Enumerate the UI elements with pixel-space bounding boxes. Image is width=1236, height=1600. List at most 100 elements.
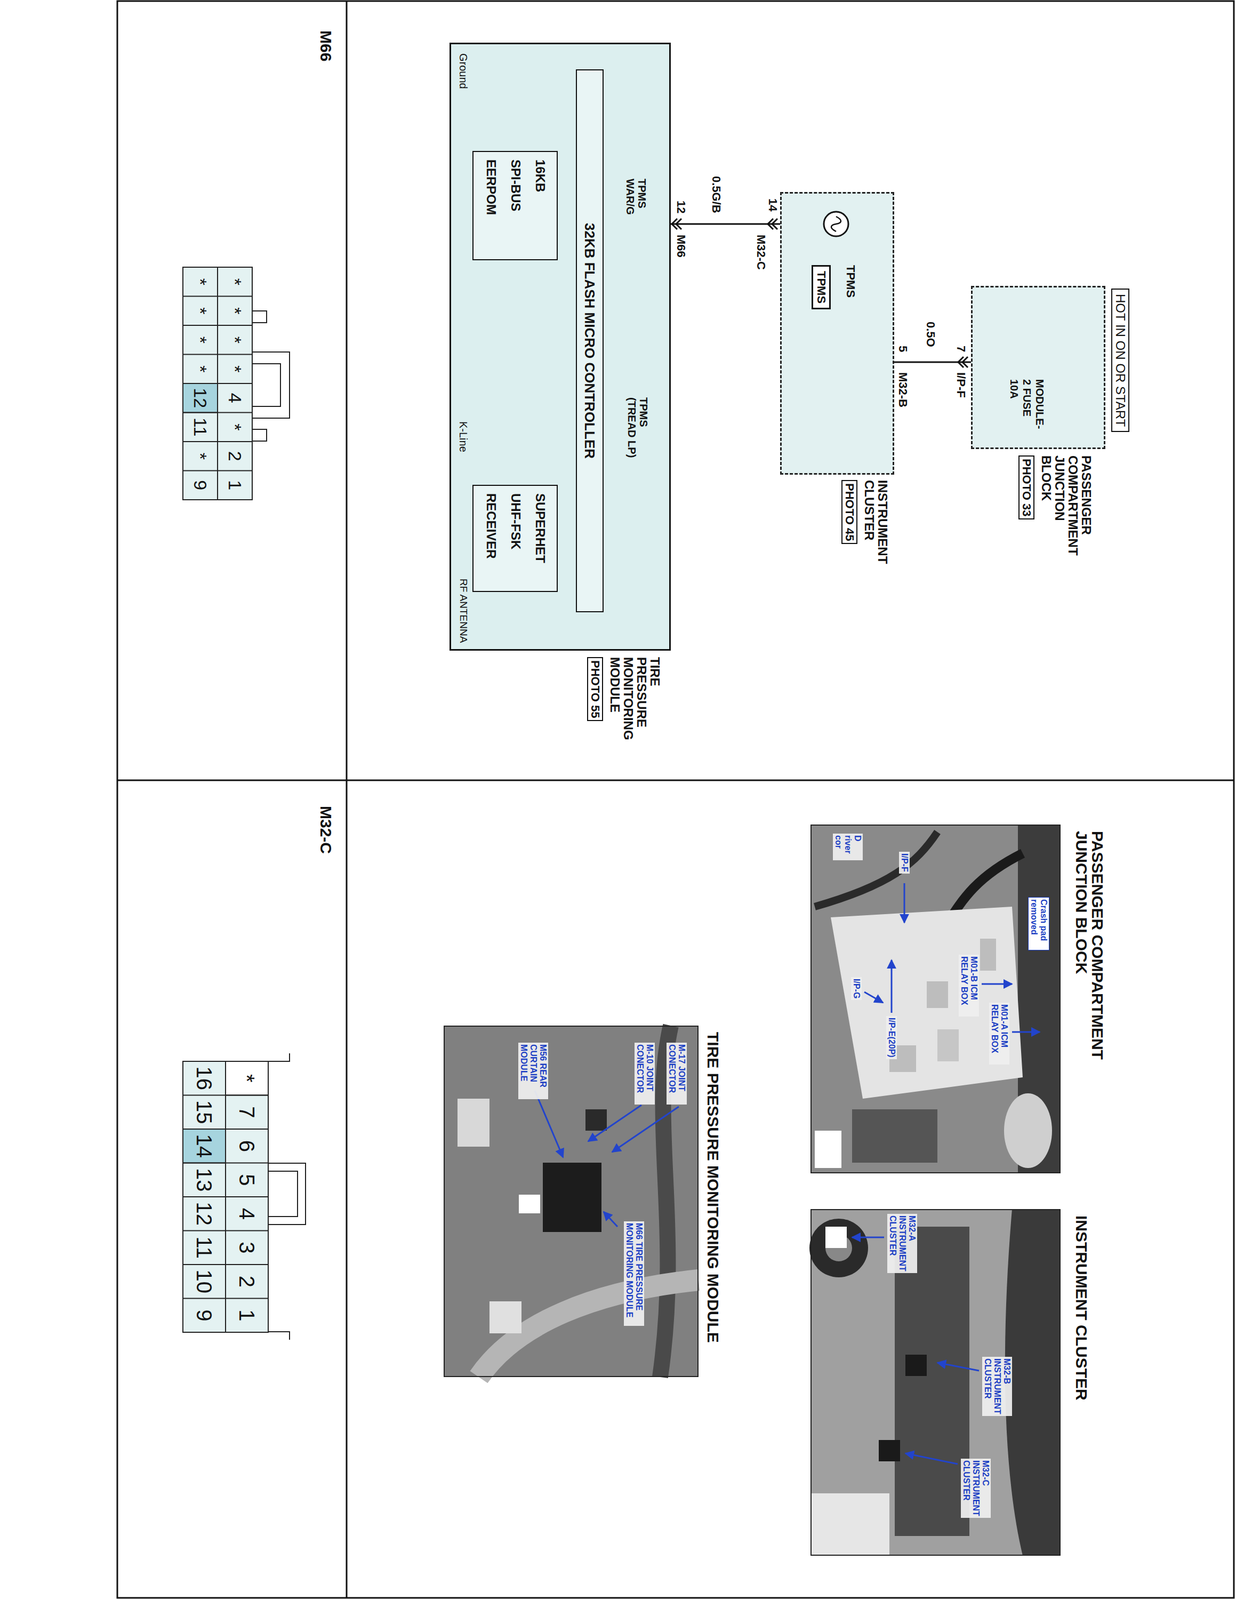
photo-callout: M01-B ICM RELAY BOX — [958, 954, 979, 1017]
pin-number: 4 — [217, 383, 253, 413]
pin-number: 9 — [182, 1298, 226, 1333]
photo-arrows — [903, 883, 906, 923]
connector-face-m32c — [182, 1061, 269, 1332]
connector-face-m66 — [182, 267, 253, 500]
photo-junction-block — [926, 981, 949, 1008]
pin-number: * — [217, 354, 253, 384]
node-text: 16KB SPI-BUS EERPOM — [478, 159, 553, 215]
pin-number: 10 — [182, 1264, 226, 1299]
photo-instrument-cluster — [878, 1439, 901, 1462]
photo-callout: M01-A ICM RELAY BOX — [989, 1002, 1010, 1065]
connector-face-m66 — [252, 363, 281, 407]
pin-number: 2 — [217, 441, 253, 471]
node-text: TPMS — [814, 270, 829, 304]
wire-label: 0.5O — [924, 321, 938, 348]
connector-face-m32c — [182, 1061, 269, 1332]
photo-panel: PASSENGER COMPARTMENT JUNCTION BLOCK — [810, 824, 1061, 1174]
photo-junction-block — [830, 906, 1023, 1099]
pin-label: TPMS WAR/G — [624, 178, 648, 222]
connector-face-m32c — [225, 1061, 269, 1096]
photo-reference: PHOTO 45 — [841, 479, 858, 544]
photo-junction-block — [937, 1029, 959, 1062]
lamp-symbol — [823, 211, 849, 237]
photo-arrows — [534, 1090, 564, 1158]
connector-face-m32c — [268, 1170, 298, 1217]
micro-controller: 32KB FLASH MICRO CONTROLLER — [575, 69, 604, 613]
photo-arrows — [852, 1236, 885, 1239]
photo-tpms-module — [489, 1301, 522, 1334]
page-frame — [346, 1, 348, 1598]
pin-number: 5 — [225, 1162, 269, 1198]
photo-tpms-module — [518, 1194, 541, 1214]
page-frame — [117, 1, 1234, 1598]
pin-number: * — [217, 267, 253, 297]
pin-number: 1 — [225, 1298, 269, 1333]
pin-label: M32-C — [754, 234, 768, 270]
photo-heading: INSTRUMENT CLUSTER — [1073, 1215, 1090, 1401]
warning-lamp: TPMS — [822, 210, 850, 238]
connector-face-m66 — [252, 429, 267, 441]
pin-label: M32-B — [896, 372, 910, 408]
photo-junction-block — [1004, 1093, 1053, 1168]
pin-label: Ground — [456, 53, 470, 90]
photo-junction-block — [810, 824, 1061, 1174]
wire-label: 0.5G/B — [709, 175, 724, 214]
lamp-filament — [831, 216, 841, 232]
page-frame — [117, 779, 1234, 782]
pin-label: MODULE-2 FUSE 10A — [1007, 379, 1047, 429]
pin-number: * — [182, 296, 218, 326]
photo-callout: I/P-G — [851, 976, 862, 1000]
telltale-icon: TPMS — [811, 265, 831, 310]
photo-instrument-cluster — [894, 1226, 970, 1536]
pin-number: 7 — [225, 1095, 269, 1130]
pin-number: 2 — [225, 1264, 269, 1299]
pin-number: 9 — [182, 470, 218, 501]
pin-number: 13 — [182, 1162, 226, 1198]
node-heading: PASSENGER COMPARTMENT JUNCTION BLOCK — [1039, 455, 1094, 556]
pin-number: * — [217, 325, 253, 355]
pin-label: 5 — [896, 345, 910, 352]
photo-reference: PHOTO 33 — [1018, 455, 1035, 520]
pin-label: I/P-F — [954, 372, 968, 398]
pin-number: 16 — [182, 1061, 226, 1096]
pin-number: 12 — [182, 1196, 226, 1231]
photo-junction-block — [980, 938, 997, 971]
node-heading: TIRE PRESSURE MONITORING MODULE — [608, 656, 662, 741]
photo-instrument-cluster — [809, 1208, 1061, 1556]
tpms-module: TIRE PRESSURE MONITORING MODULEPHOTO 553… — [449, 42, 671, 651]
pin-number: 4 — [225, 1196, 269, 1231]
photo-callout: M32-C INSTRUMENT CLUSTER — [960, 1458, 991, 1518]
pin-number: 11 — [182, 412, 218, 443]
photo-arrows — [981, 983, 1013, 985]
photo-callout: I/P-F — [899, 851, 910, 874]
connector-face-m66 — [182, 267, 290, 500]
connector-name: M66 — [316, 30, 336, 62]
photo-callout: D river cor — [832, 833, 863, 861]
photo-tpms-module — [585, 1109, 607, 1131]
connector-face-m66 — [182, 383, 218, 413]
node-heading: INSTRUMENT CLUSTER — [862, 479, 890, 564]
page-frame — [117, 1, 1234, 1598]
node-text: HOT IN ON OR START — [1112, 293, 1128, 427]
photo-callout: M-10 JOINT CONECTOR — [634, 1042, 655, 1105]
supply-box: HOT IN ON OR START — [1111, 288, 1130, 432]
node-text: 32KB FLASH MICRO CONTROLLER — [581, 222, 599, 459]
photo-junction-block — [814, 831, 938, 907]
pin-label: 12 — [674, 200, 688, 214]
photo-arrows — [603, 1211, 618, 1227]
pin-number: 15 — [182, 1095, 226, 1130]
pin-label: RF ANTENNA — [457, 578, 470, 643]
photo-callout: M-17 JOINT CONECTOR — [666, 1042, 687, 1105]
photo-callout: M66 TIRE PRESSURE MONITORING MODULE — [623, 1221, 645, 1326]
photo-tpms-module — [443, 1025, 699, 1377]
photo-junction-block — [810, 824, 1061, 1174]
connector-face-m66 — [252, 351, 290, 419]
pin-label: 14 — [766, 198, 780, 212]
pin-label: 7 — [954, 345, 968, 352]
pin-number: * — [217, 296, 253, 326]
pin-number: 11 — [182, 1230, 226, 1265]
photo-instrument-cluster — [905, 1354, 927, 1376]
lamp-symbol — [822, 210, 850, 238]
photo-tpms-module — [478, 1279, 699, 1377]
pin-number: 3 — [225, 1230, 269, 1265]
